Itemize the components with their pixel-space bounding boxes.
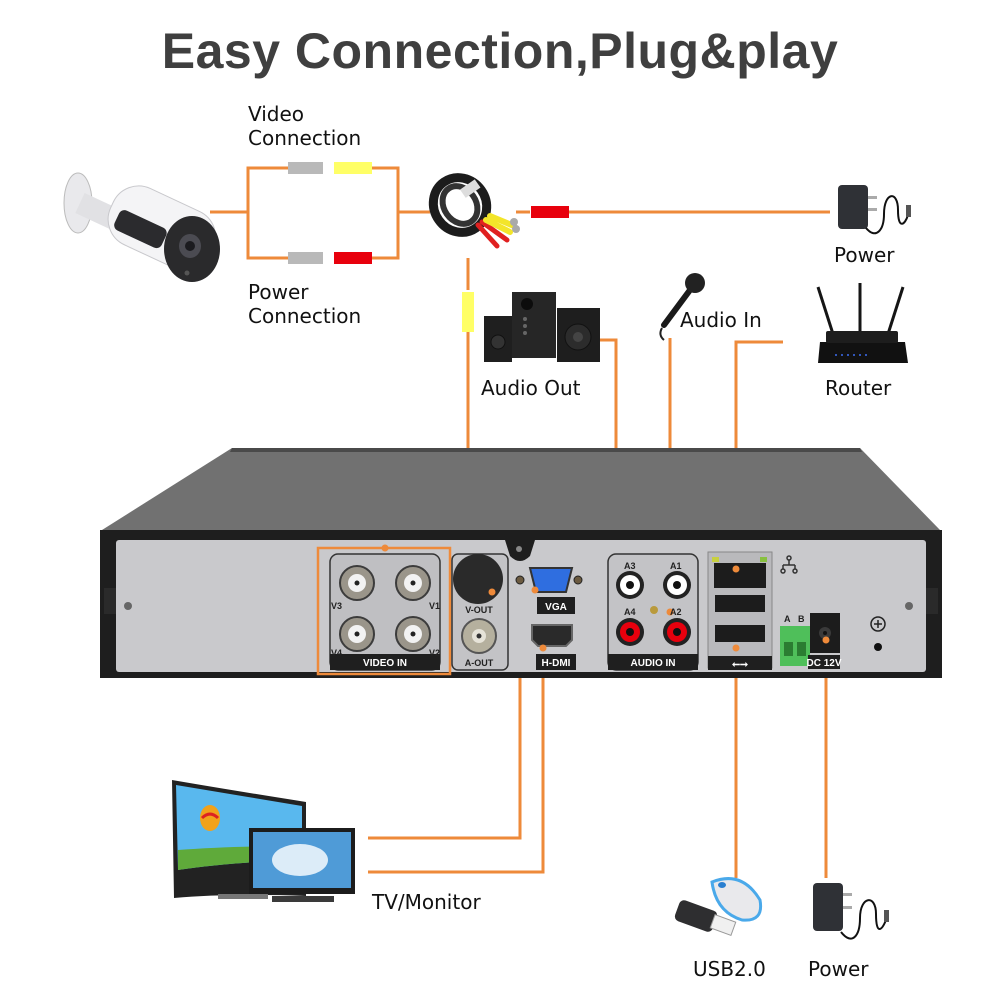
port-label-v3: V3 bbox=[331, 601, 342, 611]
speakers-icon bbox=[484, 292, 600, 362]
bullet-camera-icon bbox=[63, 172, 220, 282]
audio-in-label: AUDIO IN bbox=[631, 658, 676, 669]
usb-symbol: ⭠⭢ bbox=[732, 659, 748, 670]
usb-label: USB2.0 bbox=[693, 957, 766, 981]
wire-endpoints bbox=[381, 544, 830, 652]
port-label-a3: A3 bbox=[624, 561, 636, 571]
tv-monitor-label: TV/Monitor bbox=[372, 890, 481, 914]
power-connection-label: Power Connection bbox=[248, 280, 361, 328]
router-label: Router bbox=[825, 376, 892, 400]
ground-icon bbox=[870, 616, 886, 651]
power-adapter-icon-top bbox=[838, 185, 911, 235]
wire-hdmi bbox=[368, 648, 545, 874]
network-icon bbox=[780, 555, 798, 574]
port-label-a1: A1 bbox=[670, 561, 682, 571]
tv-monitor-icon bbox=[172, 780, 355, 902]
wire-power-split bbox=[246, 212, 400, 260]
video-connection-label: Video Connection bbox=[248, 102, 361, 150]
vga-label: VGA bbox=[545, 602, 567, 613]
plug-video-in-yellow bbox=[462, 292, 474, 332]
plug-power-top-red bbox=[531, 206, 569, 218]
port-label-v4: V4 bbox=[331, 648, 342, 658]
rca-port-a1 bbox=[663, 571, 691, 599]
bnc-port-v2 bbox=[395, 616, 431, 652]
power-bottom-label: Power bbox=[808, 957, 869, 981]
video-connection-line1: Video bbox=[248, 102, 305, 126]
vga-port bbox=[528, 567, 574, 593]
rca-port-a3 bbox=[616, 571, 644, 599]
power-top-label: Power bbox=[834, 243, 895, 267]
port-label-a2: A2 bbox=[670, 607, 682, 617]
rca-port-a2 bbox=[663, 618, 691, 646]
page-title: Easy Connection,Plug&play bbox=[161, 23, 839, 79]
plug-power-red bbox=[334, 252, 372, 264]
rs485-b-label: B bbox=[798, 614, 805, 624]
router-icon bbox=[816, 283, 908, 363]
dc-label: DC 12V bbox=[806, 658, 841, 669]
plug-video-grey bbox=[288, 162, 323, 174]
a-out-port bbox=[461, 618, 497, 654]
audio-out-label: Audio Out bbox=[481, 376, 581, 400]
power-connection-line1: Power bbox=[248, 280, 309, 304]
audio-in-label: Audio In bbox=[680, 308, 762, 332]
microphone-icon bbox=[659, 273, 705, 341]
bnc-port-v3 bbox=[339, 565, 375, 601]
video-in-label: VIDEO IN bbox=[363, 658, 407, 669]
bnc-cable-coil-icon bbox=[428, 173, 520, 249]
port-label-v2: V2 bbox=[429, 648, 440, 658]
plug-video-yellow bbox=[334, 162, 372, 174]
port-label-v1: V1 bbox=[429, 601, 440, 611]
rca-port-a4 bbox=[616, 618, 644, 646]
bnc-port-v4 bbox=[339, 616, 375, 652]
usb-port-1 bbox=[715, 595, 765, 612]
power-adapter-icon-bottom bbox=[813, 883, 889, 940]
power-connection-line2: Connection bbox=[248, 304, 362, 328]
port-label-a4: A4 bbox=[624, 607, 636, 617]
bnc-port-v1 bbox=[395, 565, 431, 601]
wire-video-split bbox=[246, 166, 430, 214]
usb-mouse-icon bbox=[674, 877, 763, 936]
hdmi-port bbox=[531, 624, 573, 647]
rs485-a-label: A bbox=[784, 614, 791, 624]
a-out-label: A-OUT bbox=[465, 658, 494, 668]
lan-port bbox=[714, 563, 766, 588]
plug-power-grey bbox=[288, 252, 323, 264]
hdmi-label: H-DMI bbox=[542, 658, 571, 669]
v-out-port-cover bbox=[453, 554, 503, 604]
usb-port-2 bbox=[715, 625, 765, 642]
video-connection-line2: Connection bbox=[248, 126, 362, 150]
v-out-label: V-OUT bbox=[465, 605, 493, 615]
